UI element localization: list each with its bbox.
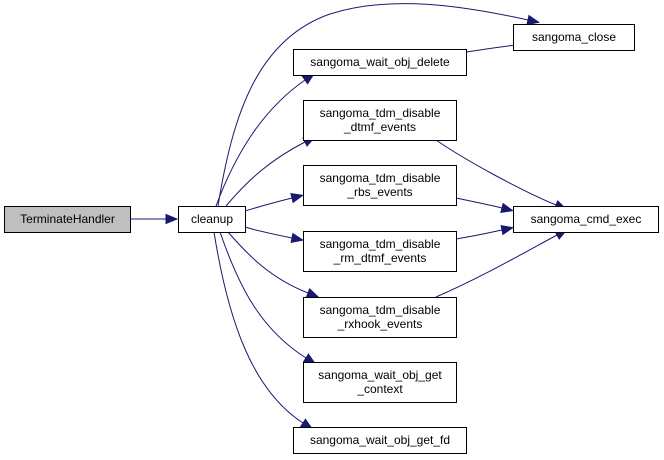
node-label: _rm_dtmf_events <box>333 251 427 265</box>
node-label: sangoma_close <box>532 30 616 44</box>
node-label: TerminateHandler <box>20 212 115 226</box>
node-sangoma_tdm_disable_rbs_events[interactable]: sangoma_tdm_disable_rbs_events <box>303 165 457 206</box>
node-box[interactable] <box>4 206 131 233</box>
node-box[interactable] <box>293 49 467 76</box>
edge-line <box>455 197 503 209</box>
node-label: sangoma_tdm_disable <box>320 303 441 317</box>
edge-cleanup-to-sangoma_close <box>217 3 541 207</box>
node-label: sangoma_tdm_disable <box>320 106 441 120</box>
edge-TerminateHandler-to-cleanup <box>129 213 179 225</box>
edge-cleanup-to-sangoma_wait_obj_get_fd <box>213 231 314 430</box>
node-sangoma_wait_obj_get_fd[interactable]: sangoma_wait_obj_get_fd <box>293 427 467 454</box>
edge-line <box>435 139 557 206</box>
node-sangoma_tdm_disable_rm_dtmf_events[interactable]: sangoma_tdm_disable_rm_dtmf_events <box>303 231 457 272</box>
arrowhead-icon <box>500 202 514 213</box>
node-label: _dtmf_events <box>343 120 416 134</box>
arrowhead-icon <box>165 213 179 225</box>
node-sangoma_wait_obj_get_context[interactable]: sangoma_wait_obj_get_context <box>303 362 457 403</box>
edge-cleanup-to-sangoma_tdm_disable_rm_dtmf_events <box>244 226 305 244</box>
node-box[interactable] <box>303 100 457 141</box>
node-label: sangoma_wait_obj_get <box>318 368 442 382</box>
edge-line <box>215 79 306 207</box>
node-sangoma_close[interactable]: sangoma_close <box>513 24 635 51</box>
node-box[interactable] <box>303 362 457 403</box>
node-label: cleanup <box>191 212 233 226</box>
arrowhead-icon <box>500 224 515 236</box>
node-sangoma_tdm_disable_rxhook_events[interactable]: sangoma_tdm_disable_rxhook_events <box>303 297 457 338</box>
edge-line <box>244 226 293 239</box>
edge-line <box>225 141 306 207</box>
node-sangoma_cmd_exec[interactable]: sangoma_cmd_exec <box>513 206 659 233</box>
edge-line <box>244 197 293 212</box>
node-label: _context <box>356 382 403 396</box>
node-box[interactable] <box>303 231 457 272</box>
node-label: _rbs_events <box>346 185 412 199</box>
node-TerminateHandler[interactable]: TerminateHandler <box>4 206 131 233</box>
node-sangoma_tdm_disable_dtmf_events[interactable]: sangoma_tdm_disable_dtmf_events <box>303 100 457 141</box>
edge-line <box>455 229 503 240</box>
node-label: sangoma_wait_obj_delete <box>310 55 450 69</box>
edge-cleanup-to-sangoma_tdm_disable_rbs_events <box>244 193 304 212</box>
arrowhead-icon <box>526 14 541 26</box>
edge-line <box>213 231 304 424</box>
node-label: sangoma_cmd_exec <box>531 212 642 226</box>
node-sangoma_wait_obj_delete[interactable]: sangoma_wait_obj_delete <box>293 49 467 76</box>
node-box[interactable] <box>513 206 659 233</box>
edge-line <box>217 3 529 207</box>
node-box[interactable] <box>513 24 635 51</box>
edge-line <box>227 231 309 294</box>
node-box[interactable] <box>178 206 246 233</box>
node-box[interactable] <box>303 297 457 338</box>
node-label: _rxhook_events <box>337 317 423 331</box>
edge-sangoma_tdm_disable_rm_dtmf_events-to-sangoma_cmd_exec <box>455 224 515 240</box>
edge-sangoma_tdm_disable_rbs_events-to-sangoma_cmd_exec <box>455 197 514 213</box>
arrowhead-icon <box>305 287 320 298</box>
edge-cleanup-to-sangoma_wait_obj_get_context <box>219 231 317 365</box>
node-box[interactable] <box>293 427 467 454</box>
edge-cleanup-to-sangoma_wait_obj_delete <box>215 72 316 207</box>
node-label: sangoma_tdm_disable <box>320 171 441 185</box>
edge-line <box>435 234 558 298</box>
nodes-layer: TerminateHandler cleanup sangoma_closesang… <box>4 24 659 454</box>
node-box[interactable] <box>303 165 457 206</box>
node-cleanup[interactable]: cleanup <box>178 206 246 233</box>
arrowhead-icon <box>290 193 304 204</box>
node-label: sangoma_tdm_disable <box>320 237 441 251</box>
edge-line <box>465 44 517 53</box>
arrowhead-icon <box>290 232 305 244</box>
edge-line <box>219 231 307 359</box>
node-label: sangoma_wait_obj_get_fd <box>310 433 450 447</box>
